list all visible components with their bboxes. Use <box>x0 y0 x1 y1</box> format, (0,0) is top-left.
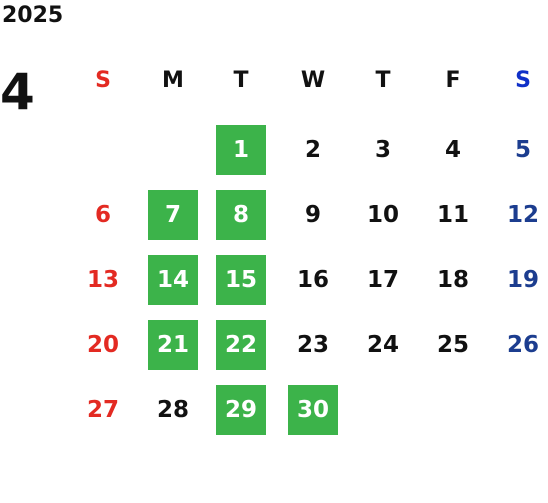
day-cell[interactable]: 19 <box>506 267 539 293</box>
day-cell[interactable]: 24 <box>366 332 399 358</box>
day-cell[interactable]: 11 <box>436 202 469 228</box>
day-cell[interactable]: 5 <box>514 137 531 163</box>
weekday-header: T <box>233 68 249 93</box>
day-cell[interactable]: 18 <box>436 267 469 293</box>
day-cell-highlighted[interactable]: 1 <box>216 125 266 175</box>
day-cell[interactable]: 25 <box>436 332 469 358</box>
day-cell[interactable]: 23 <box>296 332 329 358</box>
day-cell[interactable]: 26 <box>506 332 539 358</box>
weekday-header: W <box>300 68 326 93</box>
weekday-header: T <box>375 68 391 93</box>
weekday-header: S <box>95 68 111 93</box>
day-cell-highlighted[interactable]: 22 <box>216 320 266 370</box>
day-cell[interactable]: 4 <box>444 137 461 163</box>
day-cell[interactable]: 16 <box>296 267 329 293</box>
day-cell[interactable]: 12 <box>506 202 539 228</box>
day-cell[interactable]: 9 <box>304 202 321 228</box>
day-cell[interactable]: 3 <box>374 137 391 163</box>
day-cell-highlighted[interactable]: 15 <box>216 255 266 305</box>
day-cell-highlighted[interactable]: 29 <box>216 385 266 435</box>
day-cell-highlighted[interactable]: 8 <box>216 190 266 240</box>
day-cell-highlighted[interactable]: 7 <box>148 190 198 240</box>
day-cell[interactable]: 6 <box>94 202 111 228</box>
weekday-header: S <box>515 68 531 93</box>
calendar-year: 2025 <box>2 3 64 28</box>
day-cell-highlighted[interactable]: 21 <box>148 320 198 370</box>
weekday-header: F <box>445 68 461 93</box>
day-cell[interactable]: 20 <box>86 332 119 358</box>
day-cell[interactable]: 17 <box>366 267 399 293</box>
day-cell-highlighted[interactable]: 14 <box>148 255 198 305</box>
weekday-header: M <box>162 68 184 93</box>
day-cell-highlighted[interactable]: 30 <box>288 385 338 435</box>
day-cell[interactable]: 27 <box>86 397 119 423</box>
day-cell[interactable]: 28 <box>156 397 189 423</box>
day-cell[interactable]: 13 <box>86 267 119 293</box>
day-cell[interactable]: 2 <box>304 137 321 163</box>
day-cell[interactable]: 10 <box>366 202 399 228</box>
calendar-month: 4 <box>0 63 35 121</box>
